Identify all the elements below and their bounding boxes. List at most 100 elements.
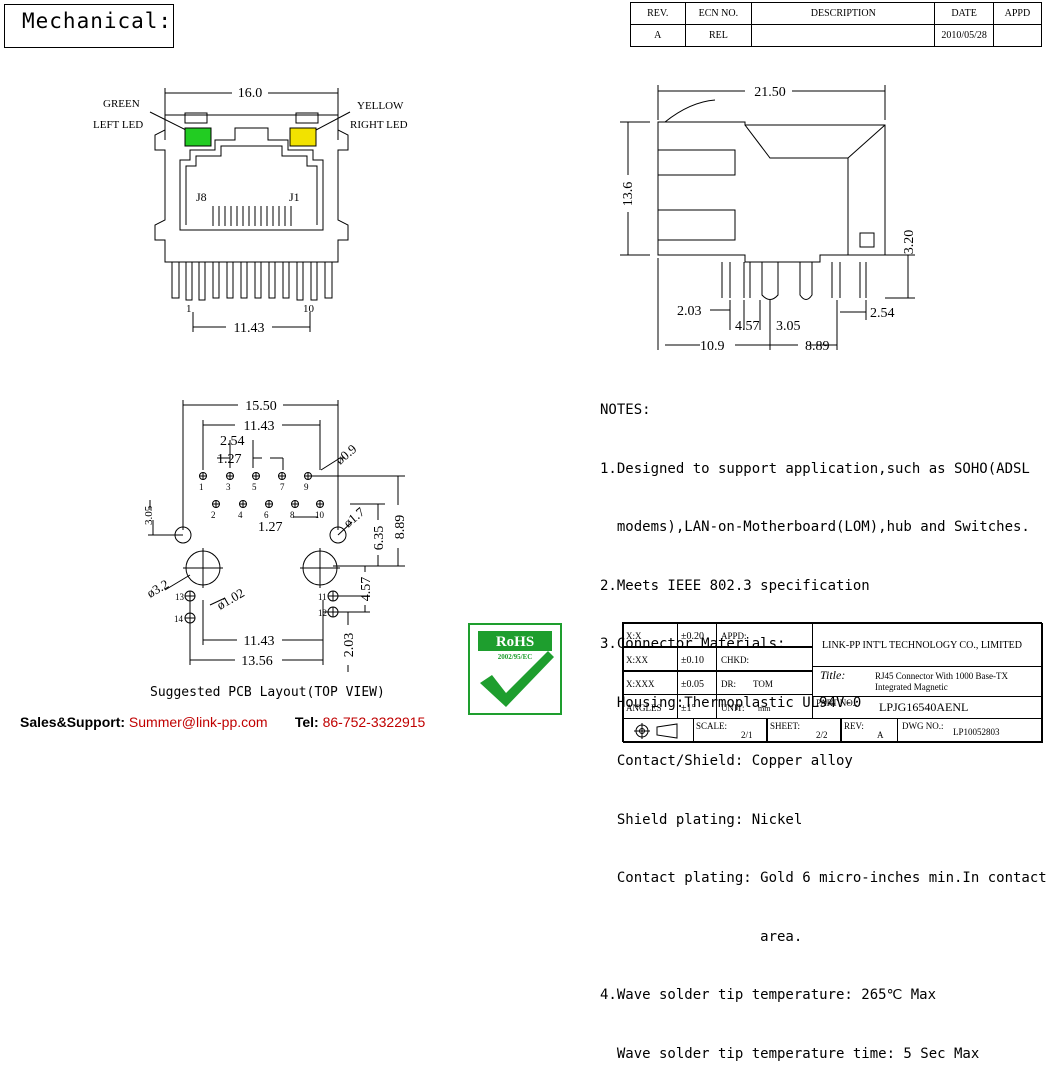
company-name: LINK-PP INT'L TECHNOLOGY CO., LIMITED xyxy=(822,640,1022,651)
title-line-2: Integrated Magnetic xyxy=(875,682,948,692)
note-line: Wave solder tip temperature time: 5 Sec … xyxy=(600,1045,980,1062)
chkd-label: CHKD: xyxy=(721,655,750,665)
pcb-pin-1: 1 xyxy=(199,482,204,492)
note-line: 2.Meets IEEE 802.3 specification xyxy=(600,577,870,594)
pcb-dim-1-27-bottom: 1.27 xyxy=(258,520,283,535)
pcb-dim-3-05: 3.05 xyxy=(143,505,155,525)
tol-x-value: ±0.20 xyxy=(681,631,704,642)
pcb-pin-8: 8 xyxy=(290,510,295,520)
appd-label: APPD: xyxy=(721,631,747,641)
green-led xyxy=(184,127,212,147)
side-dim-2-03: 2.03 xyxy=(677,304,702,319)
angles-value: ±1° xyxy=(681,703,696,714)
pcb-pin-13: 13 xyxy=(175,592,185,602)
tol-xxx-value: ±0.05 xyxy=(681,679,704,690)
pcb-dim-11-43-bottom: 11.43 xyxy=(244,634,275,649)
side-dim-8-89: 8.89 xyxy=(805,339,830,354)
standoff-dim: 3.20 xyxy=(902,230,917,255)
projection-symbol-icon xyxy=(634,723,678,739)
pcb-pin-labels: 1 2 3 4 5 6 7 8 9 10 11 12 13 14 xyxy=(174,482,327,624)
tel-label: Tel: xyxy=(294,714,319,730)
page-title: Mechanical: xyxy=(22,9,173,33)
pcb-pin-3: 3 xyxy=(226,482,231,492)
title-line-1: RJ45 Connector With 1000 Base-TX xyxy=(875,671,1008,681)
pin1-label: 1 xyxy=(186,303,192,315)
side-dim-10-9: 10.9 xyxy=(700,339,725,354)
rohs-checkmark-icon: RoHS 2002/95/EC xyxy=(478,631,554,707)
pcb-dim-15-50: 15.50 xyxy=(245,399,277,414)
pcb-dim-1-27-top: 1.27 xyxy=(217,452,242,467)
appd-value xyxy=(992,24,1043,47)
j8-label: J8 xyxy=(196,190,207,204)
pcb-pin-12: 12 xyxy=(318,608,327,618)
notes-heading: NOTES: xyxy=(600,402,651,418)
yellow-led xyxy=(289,127,317,147)
right-led-label: RIGHT LED xyxy=(350,119,408,131)
side-dim-2-54: 2.54 xyxy=(870,306,895,321)
pcb-pin-6: 6 xyxy=(264,510,269,520)
pcb-dim-13-56: 13.56 xyxy=(241,654,273,669)
notes-section: NOTES: 1.Designed to support application… xyxy=(600,362,1047,1084)
rohs-title: RoHS xyxy=(496,634,534,650)
side-dim-4-57: 4.57 xyxy=(735,319,760,334)
tol-x-label: X:X xyxy=(626,631,642,641)
title-box xyxy=(4,4,174,48)
note-line: modems),LAN-on-Motherboard(LOM),hub and … xyxy=(600,519,1030,535)
pcb-pin-10: 10 xyxy=(315,510,325,520)
pcb-led-hole-dia: ø1.7 xyxy=(340,504,367,530)
part-no-label: PART NO.: xyxy=(816,698,858,708)
side-height-dim: 13.6 xyxy=(621,182,636,207)
description-header: DESCRIPTION xyxy=(751,2,936,25)
sales-email-link[interactable]: Summer@link-pp.com xyxy=(128,714,268,730)
sheet-value: 2/2 xyxy=(816,730,828,740)
rev-label: REV: xyxy=(844,721,864,731)
side-dim-3-05: 3.05 xyxy=(776,319,801,334)
rev-header: REV. xyxy=(630,2,686,25)
pcb-dim-2-54: 2.54 xyxy=(220,434,245,449)
left-led-label: LEFT LED xyxy=(93,119,143,131)
dwg-value: LP10052803 xyxy=(953,727,1000,737)
note-line: Shield plating: Nickel xyxy=(600,811,803,828)
sales-label: Sales&Support: xyxy=(20,714,126,730)
unit-label: UNIT: xyxy=(721,703,745,713)
pcb-pin-4: 4 xyxy=(238,510,243,520)
pcb-pin-11: 11 xyxy=(318,592,327,602)
note-line: Contact plating: Gold 6 micro-inches min… xyxy=(600,870,1047,886)
description-value xyxy=(751,24,936,47)
green-label: GREEN xyxy=(103,98,140,110)
dwg-label: DWG NO.: xyxy=(902,721,944,731)
pcb-pin-14: 14 xyxy=(174,614,184,624)
pcb-dim-11-43-top: 11.43 xyxy=(244,419,275,434)
note-line: Housing:Thermoplastic UL94V-0 xyxy=(600,694,862,711)
footer-contact: Sales&Support: Summer@link-pp.com Tel: 8… xyxy=(20,714,425,730)
ecn-value: REL xyxy=(684,24,753,47)
front-width-dim: 16.0 xyxy=(238,86,263,101)
scale-label: SCALE: xyxy=(696,721,728,731)
pcb-dim-4-57: 4.57 xyxy=(359,577,374,602)
yellow-label: YELLOW xyxy=(357,100,404,112)
rev-value: A xyxy=(630,24,686,47)
tol-xx-value: ±0.10 xyxy=(681,655,704,666)
tol-xx-label: X:XX xyxy=(626,655,648,665)
tel-number: 86-752-3322915 xyxy=(322,714,426,730)
pcb-dim-8-89: 8.89 xyxy=(393,515,408,540)
rohs-logo: RoHS 2002/95/EC xyxy=(468,623,562,715)
j1-label: J1 xyxy=(289,190,300,204)
dr-value: TOM xyxy=(753,679,773,689)
side-length-dim: 21.50 xyxy=(754,85,786,100)
pin10-label: 10 xyxy=(303,303,315,315)
angles-label: ANGLES xyxy=(626,703,662,713)
unit-value: mm xyxy=(758,704,771,713)
pcb-small-hole-dia: ø1.02 xyxy=(214,585,247,613)
pcb-big-hole-dia: ø3.2 xyxy=(144,576,171,600)
sheet-label: SHEET: xyxy=(770,721,801,731)
appd-header: APPD xyxy=(992,2,1043,25)
pcb-pin-5: 5 xyxy=(252,482,257,492)
pcb-layout-drawing: 15.50 11.43 2.54 1.27 1.27 ø0.9 ø1.7 ø3.… xyxy=(143,399,408,672)
pitch-dim: 11.43 xyxy=(234,321,265,336)
pcb-hole-dia: ø0.9 xyxy=(332,441,359,467)
rohs-subtitle: 2002/95/EC xyxy=(498,653,533,661)
title-label: Title: xyxy=(820,668,846,682)
pcb-caption: Suggested PCB Layout(TOP VIEW) xyxy=(150,685,385,700)
note-line: 1.Designed to support application,such a… xyxy=(600,460,1030,477)
